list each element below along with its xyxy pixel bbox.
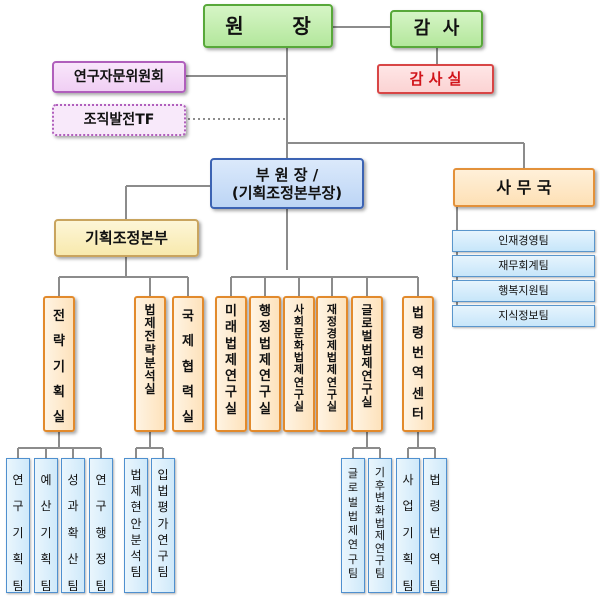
auditor-box: 감 사 (390, 10, 483, 48)
advisory-committee-box: 연구자문위원회 (52, 61, 186, 93)
secretariat-team-box: 행복지원팀 (452, 280, 595, 302)
research-unit-label: 미래법제연구실 (225, 304, 237, 417)
secretariat-box: 사 무 국 (453, 168, 595, 207)
secretariat-team-box: 인재경영팀 (452, 230, 595, 252)
auditor-label: 감 사 (413, 18, 460, 40)
planning-unit-box: 전략기획실 (43, 296, 75, 432)
research-unit-box: 법령번역센터 (402, 296, 434, 432)
planning-hq-box: 기획조정본부 (54, 219, 199, 257)
research-unit-box: 행정법제연구실 (249, 296, 281, 432)
audit-office-label: 감 사 실 (409, 70, 462, 88)
strategy-team-box: 연구행정팀 (89, 458, 113, 593)
analysis-team-box: 법제현안분석팀 (124, 458, 148, 593)
strategy-team-box: 연구기획팀 (6, 458, 30, 593)
research-unit-label: 글로벌법제연구실 (361, 303, 373, 410)
translation-team-box: 법령번역팀 (423, 458, 447, 593)
planning-unit-box: 법제전략분석실 (134, 296, 166, 432)
tf-box: 조직발전TF (52, 104, 186, 136)
strategy-team-box: 예산기획팀 (34, 458, 58, 593)
analysis-team-label: 입법평가연구팀 (157, 468, 169, 580)
secretariat-team-label: 인재경영팀 (498, 234, 549, 248)
director-box: 원 장 (203, 4, 333, 48)
vice-director-sub-label: (기획조정본부장) (231, 183, 343, 202)
strategy-team-label: 성과확산팀 (67, 473, 79, 593)
tf-label: 조직발전TF (83, 111, 155, 128)
planning-unit-label: 국제협력실 (182, 309, 194, 426)
research-unit-box: 사회문화법제연구실 (283, 296, 315, 432)
planning-unit-box: 국제협력실 (172, 296, 204, 432)
global-team-box: 기후변화법제연구팀 (368, 458, 392, 593)
research-unit-label: 법령번역센터 (412, 306, 424, 422)
audit-office-box: 감 사 실 (377, 64, 494, 94)
vice-director-label: 부 원 장 / (255, 165, 319, 184)
advisory-committee-label: 연구자문위원회 (73, 68, 165, 85)
secretariat-team-box: 재무회계팀 (452, 255, 595, 277)
translation-team-box: 사업기획팀 (396, 458, 420, 593)
analysis-team-box: 입법평가연구팀 (151, 458, 175, 593)
strategy-team-label: 연구기획팀 (12, 473, 24, 593)
research-unit-label: 재정경제법제연구실 (326, 303, 338, 413)
secretariat-team-label: 재무회계팀 (498, 259, 549, 273)
research-unit-label: 사회문화법제연구실 (293, 303, 305, 413)
planning-hq-label: 기획조정본부 (85, 229, 168, 247)
analysis-team-label: 법제현안분석팀 (130, 468, 142, 580)
research-unit-box: 재정경제법제연구실 (316, 296, 348, 432)
research-unit-box: 글로벌법제연구실 (351, 296, 383, 432)
secretariat-team-label: 행복지원팀 (498, 284, 549, 298)
director-label: 원 장 (225, 14, 311, 38)
planning-unit-label: 법제전략분석실 (144, 303, 156, 397)
secretariat-team-label: 지식정보팀 (498, 309, 549, 323)
research-unit-box: 미래법제연구실 (215, 296, 247, 432)
strategy-team-box: 성과확산팀 (61, 458, 85, 593)
global-team-label: 기후변화법제연구팀 (374, 466, 386, 581)
global-team-box: 글로벌법제연구팀 (341, 458, 365, 593)
strategy-team-label: 연구행정팀 (95, 473, 107, 593)
vice-director-box: 부 원 장 / (기획조정본부장) (210, 158, 364, 209)
translation-team-label: 법령번역팀 (429, 473, 441, 593)
secretariat-team-box: 지식정보팀 (452, 305, 595, 327)
global-team-label: 글로벌법제연구팀 (347, 467, 359, 581)
research-unit-label: 행정법제연구실 (259, 304, 271, 417)
planning-unit-label: 전략기획실 (53, 309, 65, 426)
strategy-team-label: 예산기획팀 (40, 473, 52, 593)
secretariat-label: 사 무 국 (496, 177, 552, 197)
translation-team-label: 사업기획팀 (402, 473, 414, 593)
